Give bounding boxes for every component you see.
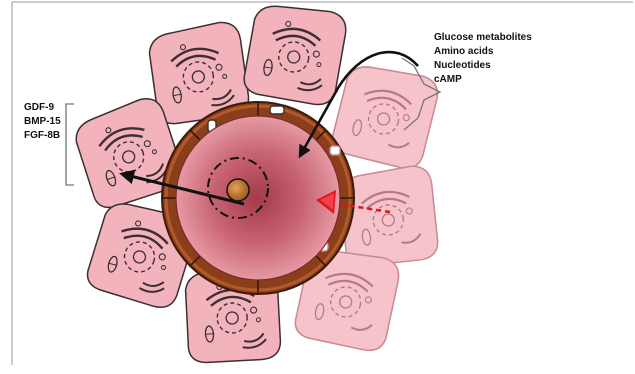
nucleolus xyxy=(227,179,249,201)
oocyte-secreted-factors-list: GDF-9 BMP-15 FGF-8B xyxy=(24,102,61,141)
factor-label: GDF-9 xyxy=(24,102,54,113)
left-bracket xyxy=(66,104,74,185)
oocyte xyxy=(176,116,340,280)
factor-label: FGF-8B xyxy=(24,130,60,141)
metabolite-label: Amino acids xyxy=(434,46,494,57)
metabolite-label: Nucleotides xyxy=(434,60,491,71)
metabolite-list: Glucose metabolites Amino acids Nucleoti… xyxy=(434,32,532,85)
metabolite-label: cAMP xyxy=(434,74,462,85)
cumulus-cell xyxy=(242,1,348,107)
factor-label: BMP-15 xyxy=(24,116,61,127)
metabolite-label: Glucose metabolites xyxy=(434,32,532,43)
